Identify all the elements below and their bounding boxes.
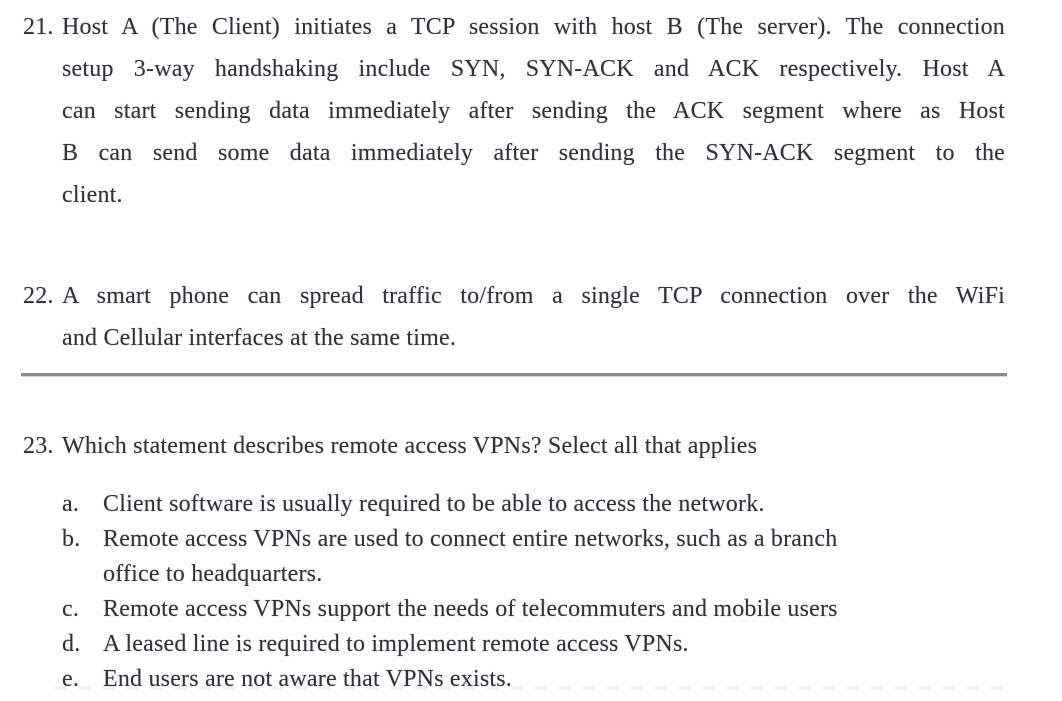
section-divider [21,373,1007,376]
question-23: 23. Which statement describes remote acc… [23,425,1062,467]
option-b-letter: b. [62,526,81,552]
option-a: a. Client software is usually required t… [62,487,1062,522]
question-22-number: 22. [23,283,54,309]
option-e: e. End users are not aware that VPNs exi… [62,662,1062,697]
question-23-number: 23. [23,433,54,459]
option-b: b. Remote access VPNs are used to connec… [62,522,1062,592]
option-d: d. A leased line is required to implemen… [62,627,1062,662]
question-21: 21. Host A (The Client) initiates a TCP … [23,6,1062,216]
question-22: 22. A smart phone can spread traffic to/… [23,275,1062,359]
option-a-text: Client software is usually required to b… [103,491,765,517]
option-b-text: Remote access VPNs are used to connect e… [103,526,838,587]
option-d-letter: d. [62,631,81,657]
question-22-text: A smart phone can spread traffic to/from… [62,283,1005,351]
question-23-text: Which statement describes remote access … [62,433,758,459]
option-c-letter: c. [62,596,80,622]
question-21-number: 21. [23,14,54,40]
question-21-text: Host A (The Client) initiates a TCP sess… [62,14,1005,208]
option-e-letter: e. [62,666,80,692]
question-23-options: a. Client software is usually required t… [62,487,1062,697]
option-a-letter: a. [62,491,80,517]
option-c: c. Remote access VPNs support the needs … [62,592,1062,627]
option-d-text: A leased line is required to implement r… [103,631,689,657]
option-c-text: Remote access VPNs support the needs of … [103,596,838,622]
option-e-text: End users are not aware that VPNs exists… [103,666,513,692]
